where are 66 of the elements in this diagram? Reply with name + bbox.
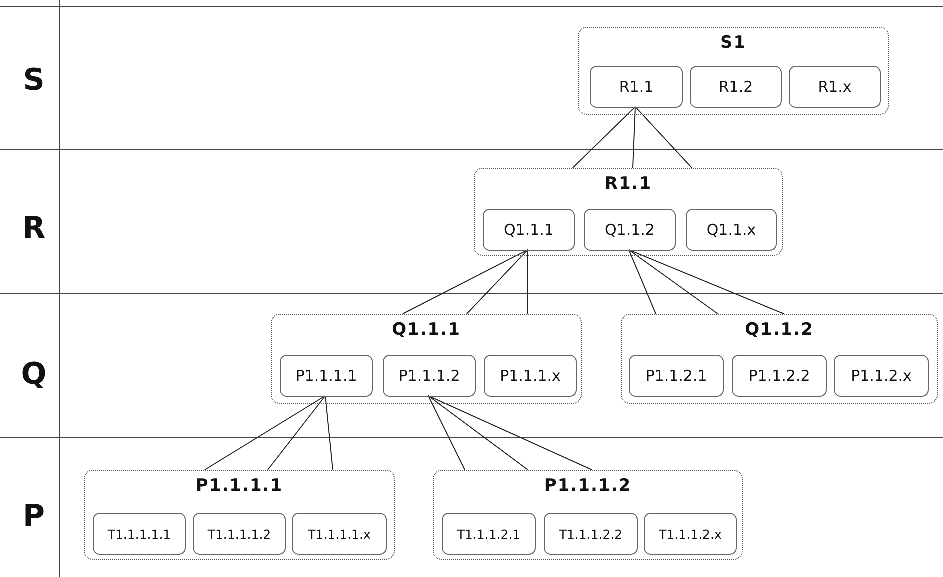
item-label: P1.1.2.2 — [748, 367, 810, 385]
item-box — [292, 513, 387, 555]
item-label: T1.1.1.1.1 — [108, 526, 172, 542]
group-box — [621, 314, 938, 404]
connector-line — [628, 250, 656, 314]
group-heading: Q1.1.1 — [391, 320, 462, 340]
item-label: P1.1.2.1 — [646, 367, 708, 385]
item-box — [383, 355, 476, 397]
item-label: P1.1.2.x — [851, 367, 912, 385]
item-box — [193, 513, 286, 555]
item-box — [93, 513, 186, 555]
level-label: R — [21, 211, 47, 246]
connector-line — [428, 396, 592, 470]
item-box — [584, 209, 676, 251]
group-box — [578, 27, 889, 115]
item-label: T1.1.1.2.2 — [559, 526, 623, 542]
item-box — [834, 355, 929, 397]
item-box — [644, 513, 737, 555]
group-heading: P1.1.1.1 — [194, 476, 284, 496]
item-label: Q1.1.x — [706, 221, 756, 239]
item-label: T1.1.1.1.2 — [208, 526, 272, 542]
connector-line — [204, 396, 326, 470]
item-label: R1.2 — [718, 78, 754, 96]
item-box — [629, 355, 724, 397]
item-label: P1.1.1.2 — [398, 367, 460, 385]
item-label: P1.1.1.1 — [296, 367, 358, 385]
item-label: R1.1 — [619, 78, 654, 96]
group-box — [433, 470, 743, 560]
group-heading: R1.1 — [604, 174, 654, 194]
item-box — [590, 66, 683, 108]
connector-line — [325, 396, 334, 470]
item-box — [690, 66, 782, 108]
group-heading: Q1.1.2 — [744, 320, 815, 340]
group-box — [474, 168, 783, 256]
connector-line — [635, 106, 692, 168]
level-label: Q — [20, 357, 48, 392]
connector-line — [428, 396, 528, 470]
connector-line — [402, 250, 528, 314]
item-box — [484, 355, 577, 397]
item-box — [442, 513, 536, 555]
item-box — [544, 513, 638, 555]
item-label: T1.1.1.2.1 — [457, 526, 521, 542]
connector-line — [428, 396, 466, 470]
group-heading: P1.1.1.2 — [543, 476, 633, 496]
connector-line — [628, 250, 718, 314]
level-label: P — [22, 499, 46, 534]
item-label: Q1.1.1 — [504, 221, 554, 239]
connector-line — [572, 106, 636, 168]
level-label: S — [22, 63, 46, 98]
item-label: P1.1.1.x — [500, 367, 561, 385]
connector-line — [268, 396, 326, 470]
item-label: R1.x — [818, 78, 852, 96]
item-label: T1.1.1.1.x — [308, 526, 371, 542]
connector-line — [628, 250, 784, 314]
item-box — [789, 66, 881, 108]
item-box — [483, 209, 575, 251]
item-label: T1.1.1.2.x — [659, 526, 722, 542]
item-box — [732, 355, 827, 397]
group-heading: S1 — [719, 33, 748, 53]
connector-line — [632, 106, 636, 168]
item-box — [280, 355, 373, 397]
group-box — [84, 470, 395, 560]
item-label: Q1.1.2 — [605, 221, 655, 239]
connector-line — [466, 250, 528, 314]
item-box — [686, 209, 777, 251]
group-box — [271, 314, 582, 404]
